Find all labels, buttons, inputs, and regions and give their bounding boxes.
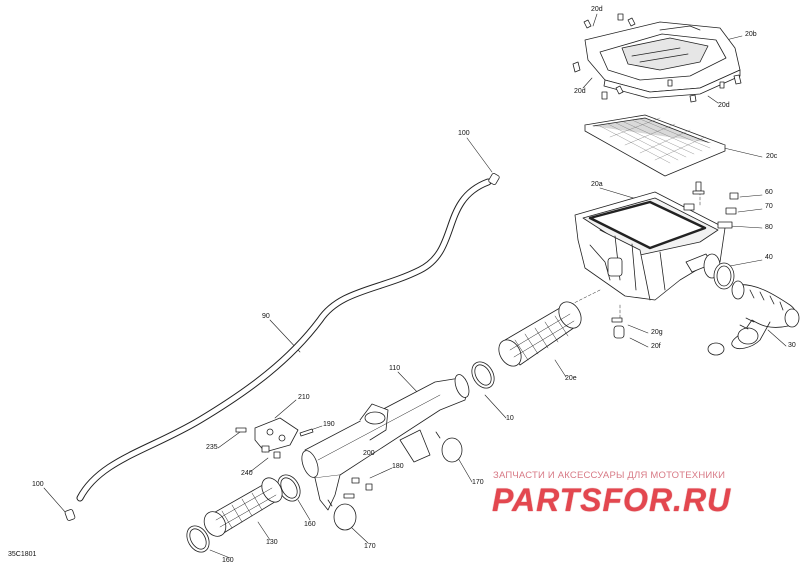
intake-hose-30 [707,280,800,356]
label-40: 40 [765,254,773,261]
label-130: 130 [266,539,278,546]
clamp-10 [471,361,495,389]
airbox-base [574,191,726,301]
label-180: 180 [392,463,404,470]
label-20c: 20c [766,153,778,160]
airbox-cover [584,21,741,99]
watermark-tagline: ЗАПЧАСТИ И АКСЕССУАРЫ ДЛЯ МОТОТЕХНИКИ [493,470,726,481]
label-110: 110 [389,365,401,372]
clamp-170-right [435,431,463,463]
label-20f: 20f [651,343,661,350]
label-20d-right: 20d [718,102,730,109]
label-170-right: 170 [472,479,484,486]
label-20d-top: 20d [591,6,603,13]
leader-lines [43,13,787,559]
label-170-bottom: 170 [364,543,376,550]
label-60: 60 [765,189,773,196]
label-190: 190 [323,421,335,428]
air-filter [584,114,726,177]
label-160-mid: 160 [304,521,316,528]
label-10: 10 [506,415,514,422]
tube-clips-100 [64,173,500,521]
hardware-200-180 [343,477,373,499]
hardware-235-240-190 [235,427,314,459]
label-160-bottom: 160 [222,557,234,564]
clamp-160-bottom [186,525,210,553]
label-100-bottom: 100 [32,481,44,488]
vent-tube-90 [76,178,492,502]
boot-20e [498,301,582,367]
label-70: 70 [765,203,773,210]
clamp-160-mid [277,474,301,502]
label-20a: 20a [591,181,603,188]
label-20d-left: 20d [574,88,586,95]
boot-130 [203,477,283,537]
label-20b: 20b [745,31,757,38]
label-30: 30 [788,342,796,349]
bracket-210 [254,417,299,453]
label-90: 90 [262,313,270,320]
label-210: 210 [298,394,310,401]
clamp-170-bottom [327,499,357,531]
label-235: 235 [206,444,218,451]
label-80: 80 [765,224,773,231]
clamp-40 [713,262,735,290]
hardware-60-70-80 [683,181,739,229]
cover-clips [572,13,742,103]
label-100-top: 100 [458,130,470,137]
label-20g: 20g [651,329,663,336]
diagram-reference-code: 35C1801 [8,551,37,558]
intake-duct-110 [301,374,470,511]
label-20e: 20e [565,375,577,382]
label-200: 200 [363,450,375,457]
label-240: 240 [241,470,253,477]
drain-valve [611,317,625,339]
watermark-logo: PARTSFOR.RU [492,482,732,518]
